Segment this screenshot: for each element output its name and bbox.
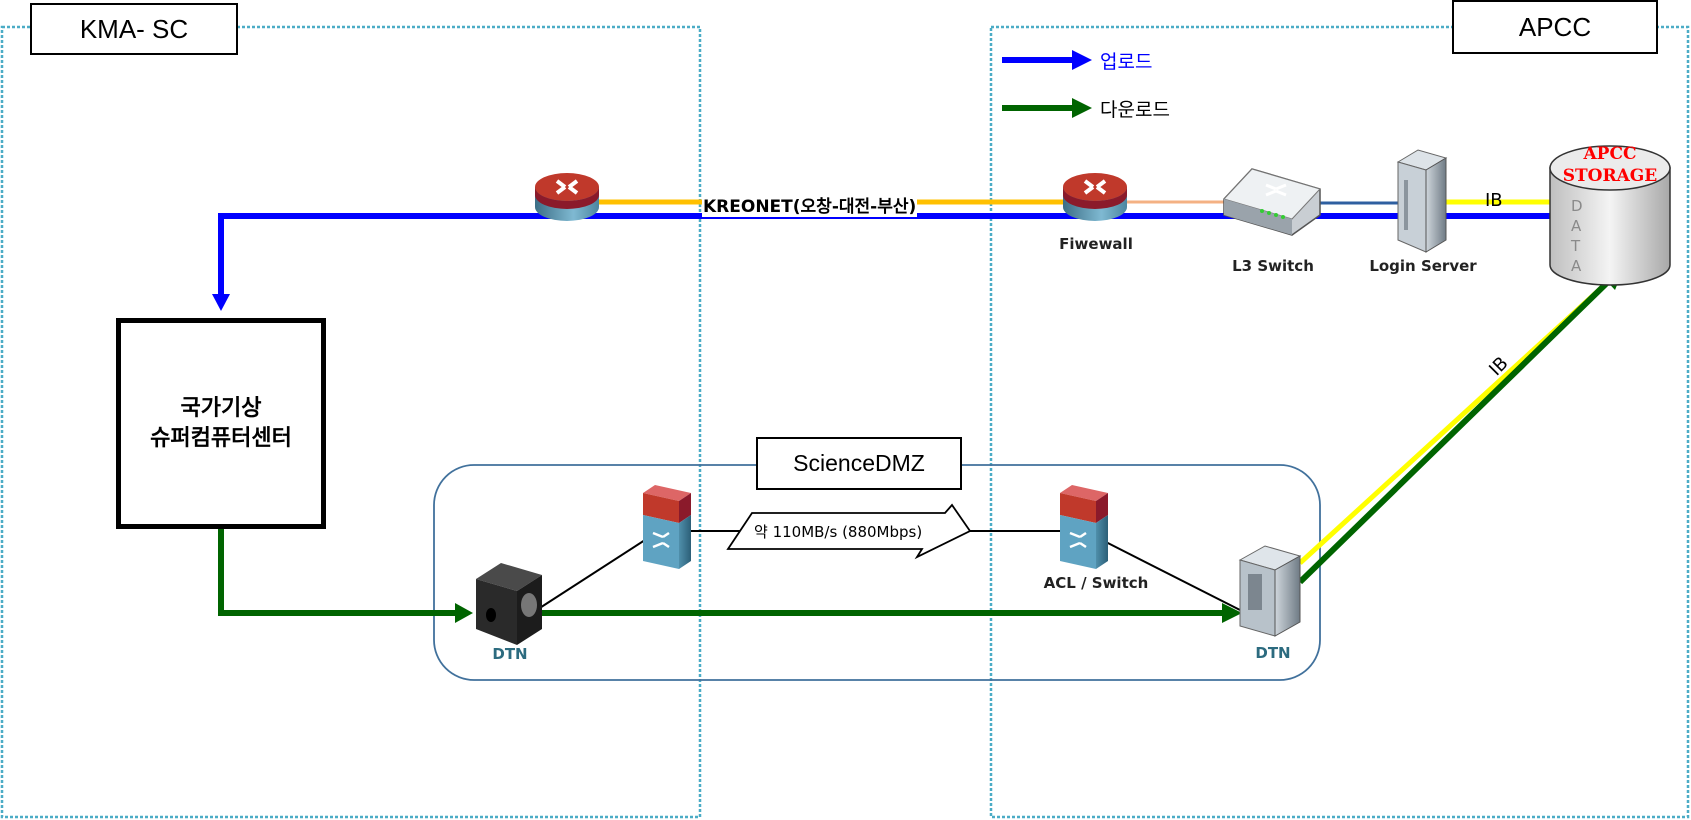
upload-arrowhead	[212, 294, 230, 311]
router-firewall-icon[interactable]	[1063, 173, 1127, 221]
acl-dtn-link-line	[1097, 537, 1241, 611]
acl-switch-icon[interactable]	[1060, 485, 1108, 569]
legend-upload-arrowhead	[1072, 50, 1092, 70]
speed-label: 약 110MB/s (880Mbps)	[754, 523, 923, 541]
region-title-apcc: APCC	[1452, 0, 1658, 54]
region-apcc-border	[989, 25, 1690, 819]
dtn-left-label: DTN	[492, 645, 528, 663]
dtn-right-label: DTN	[1255, 644, 1291, 662]
kreonet-label: KREONET(오창-대전-부산)	[702, 192, 918, 217]
center-line1: 국가기상	[180, 395, 262, 421]
legend-download-label: 다운로드	[1100, 99, 1170, 121]
login-server-label: Login Server	[1369, 257, 1477, 275]
server-icon[interactable]	[1396, 149, 1448, 253]
download-path-line-left	[218, 528, 458, 616]
download-arrowhead-1	[455, 603, 473, 623]
center-line2: 슈퍼컴퓨터센터	[150, 425, 292, 451]
download-diag-line	[1297, 275, 1615, 585]
download-arrowhead-2	[1222, 603, 1242, 623]
tower-server-icon[interactable]	[1238, 545, 1302, 637]
switch-icon[interactable]	[1223, 168, 1321, 236]
storage-title-line1: APCC	[1583, 144, 1637, 164]
storage-cylinder-icon[interactable]	[1549, 145, 1671, 286]
storage-side-text: DATA	[1571, 197, 1583, 275]
l3-switch-label: L3 Switch	[1232, 257, 1314, 275]
upload-path-line	[218, 213, 1552, 298]
firewall-switch-icon[interactable]	[643, 485, 691, 569]
region-kma-border	[0, 25, 702, 819]
firewall-label: Fiwewall	[1059, 235, 1133, 253]
speed-arrow-callout	[726, 503, 972, 560]
acl-switch-label: ACL / Switch	[1043, 574, 1149, 592]
storage-title-line2: STORAGE	[1562, 166, 1658, 186]
kma-supercomputer-center-box[interactable]: 국가기상 슈퍼컴퓨터센터	[116, 318, 326, 529]
region-title-kma: KMA- SC	[30, 3, 238, 55]
legend-upload-label: 업로드	[1100, 51, 1153, 73]
dtn-box-icon[interactable]	[476, 563, 542, 645]
legend-download-arrowhead	[1072, 98, 1092, 118]
router-icon[interactable]	[535, 173, 599, 221]
dtn-fw-link-line	[531, 539, 646, 614]
science-dmz-title: ScienceDMZ	[756, 437, 962, 490]
ib-top-label: IB	[1485, 190, 1503, 211]
science-dmz-area	[433, 464, 1321, 681]
